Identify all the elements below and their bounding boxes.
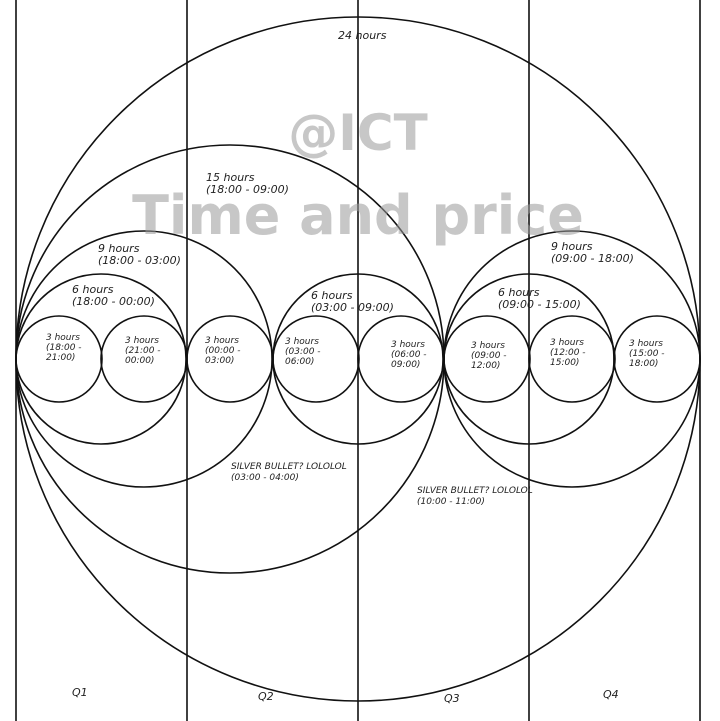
cycle-label-3h-6-line-1: 3 hours xyxy=(471,341,505,351)
cycle-label-3h-4: 3 hours(03:00 -06:00) xyxy=(285,337,321,367)
cycle-label-3h-6-line-3: 12:00) xyxy=(471,361,500,371)
cycle-label-3h-4-line-2: (03:00 - xyxy=(285,347,321,357)
cycle-label-6h-b: 6 hours(03:00 - 09:00) xyxy=(311,289,394,314)
watermark-title: Time and price xyxy=(132,184,584,247)
cycle-label-15h-line-2: (18:00 - 09:00) xyxy=(206,183,289,196)
cycle-label-3h-6: 3 hours(09:00 -12:00) xyxy=(471,341,507,371)
cycle-label-3h-7: 3 hours(12:00 -15:00) xyxy=(550,338,586,368)
cycle-label-3h-1-line-1: 3 hours xyxy=(46,333,80,343)
cycle-circle-3h-6 xyxy=(443,315,531,403)
cycle-label-3h-2-line-2: (21:00 - xyxy=(125,346,161,356)
cycle-label-6h-b-line-1: 6 hours xyxy=(311,289,353,302)
quarter-label-q3: Q3 xyxy=(444,692,460,705)
cycle-label-6h-a-line-1: 6 hours xyxy=(72,283,114,296)
cycle-circle-3h-7 xyxy=(528,315,616,403)
cycle-label-3h-1-line-2: (18:00 - xyxy=(46,343,82,353)
annotation-silver-bullet-2-line-1: SILVER BULLET? LOLOLOL xyxy=(417,486,533,496)
cycle-label-24h: 24 hours xyxy=(338,29,387,42)
cycle-label-15h-line-1: 15 hours xyxy=(206,171,255,184)
quarter-label-q2: Q2 xyxy=(258,690,274,703)
cycle-label-6h-a: 6 hours(18:00 - 00:00) xyxy=(72,283,155,308)
cycle-label-3h-5: 3 hours(06:00 -09:00) xyxy=(391,340,427,370)
cycle-label-6h-c-line-1: 6 hours xyxy=(498,286,540,299)
cycle-label-6h-c-line-2: (09:00 - 15:00) xyxy=(498,298,581,311)
annotation-silver-bullet-1-line-1: SILVER BULLET? LOLOLOL xyxy=(231,462,347,472)
cycle-label-3h-3-line-2: (00:00 - xyxy=(205,346,241,356)
cycle-label-3h-2-line-3: 00:00) xyxy=(125,356,154,366)
cycle-label-9h-b-line-2: (09:00 - 18:00) xyxy=(551,252,634,265)
cycle-label-3h-7-line-1: 3 hours xyxy=(550,338,584,348)
cycle-label-9h-a: 9 hours(18:00 - 03:00) xyxy=(98,242,181,267)
cycle-label-15h: 15 hours(18:00 - 09:00) xyxy=(206,171,289,196)
cycle-label-3h-3-line-1: 3 hours xyxy=(205,336,239,346)
cycle-label-3h-5-line-1: 3 hours xyxy=(391,340,425,350)
cycle-label-6h-c: 6 hours(09:00 - 15:00) xyxy=(498,286,581,311)
watermark-handle: @ICT xyxy=(288,104,427,162)
cycle-circle-3h-1 xyxy=(15,315,103,403)
cycle-label-9h-b: 9 hours(09:00 - 18:00) xyxy=(551,240,634,265)
cycle-circle-3h-8 xyxy=(613,315,701,403)
cycle-label-3h-8-line-1: 3 hours xyxy=(629,339,663,349)
cycle-label-24h-line-1: 24 hours xyxy=(338,29,387,42)
cycle-label-3h-1-line-3: 21:00) xyxy=(46,353,75,363)
cycle-label-3h-5-line-3: 09:00) xyxy=(391,360,420,370)
cycle-label-3h-7-line-2: (12:00 - xyxy=(550,348,586,358)
cycle-label-3h-8-line-2: (15:00 - xyxy=(629,349,665,359)
cycle-label-3h-4-line-1: 3 hours xyxy=(285,337,319,347)
cycle-label-9h-a-line-2: (18:00 - 03:00) xyxy=(98,254,181,267)
annotation-silver-bullet-2-line-2: (10:00 - 11:00) xyxy=(417,497,485,507)
cycle-label-3h-8: 3 hours(15:00 -18:00) xyxy=(629,339,665,369)
cycle-label-3h-7-line-3: 15:00) xyxy=(550,358,579,368)
cycle-label-3h-4-line-3: 06:00) xyxy=(285,357,314,367)
quarter-label-q1: Q1 xyxy=(72,686,88,699)
cycle-label-9h-b-line-1: 9 hours xyxy=(551,240,593,253)
cycle-circle-3h-4 xyxy=(272,315,360,403)
annotation-silver-bullet-1-line-2: (03:00 - 04:00) xyxy=(231,473,299,483)
cycle-label-3h-5-line-2: (06:00 - xyxy=(391,350,427,360)
cycle-label-3h-3: 3 hours(00:00 -03:00) xyxy=(205,336,241,366)
cycle-label-6h-b-line-2: (03:00 - 09:00) xyxy=(311,301,394,314)
cycle-label-3h-2-line-1: 3 hours xyxy=(125,336,159,346)
cycle-label-3h-6-line-2: (09:00 - xyxy=(471,351,507,361)
cycle-label-3h-2: 3 hours(21:00 -00:00) xyxy=(125,336,161,366)
annotation-silver-bullet-1: SILVER BULLET? LOLOLOL(03:00 - 04:00) xyxy=(231,462,347,483)
annotation-silver-bullet-2: SILVER BULLET? LOLOLOL(10:00 - 11:00) xyxy=(417,486,533,507)
cycle-label-3h-3-line-3: 03:00) xyxy=(205,356,234,366)
cycle-label-9h-a-line-1: 9 hours xyxy=(98,242,140,255)
quarter-label-q4: Q4 xyxy=(603,688,619,701)
cycle-label-6h-a-line-2: (18:00 - 00:00) xyxy=(72,295,155,308)
cycle-label-3h-8-line-3: 18:00) xyxy=(629,359,658,369)
cycle-label-3h-1: 3 hours(18:00 -21:00) xyxy=(46,333,82,363)
